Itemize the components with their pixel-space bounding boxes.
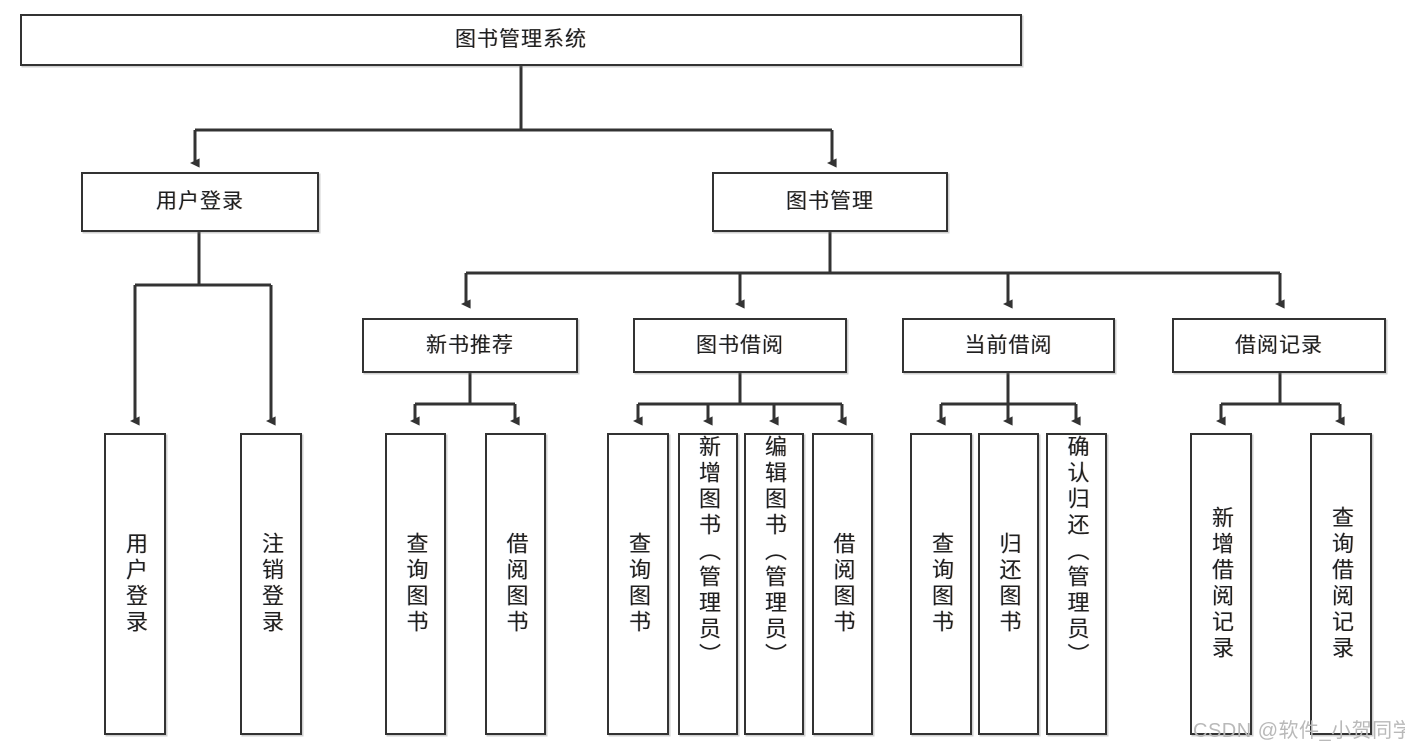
- node-leaf-user-logout-label: 注销登录: [259, 532, 284, 636]
- node-root-label: 图书管理系统: [455, 28, 587, 52]
- node-leaf-add-book[interactable]: 新增图书（管理员）: [678, 433, 738, 735]
- watermark: CSDN @软件_小贺同学: [1193, 720, 1405, 742]
- node-leaf-borrow-book-1-label: 借阅图书: [503, 532, 529, 636]
- node-leaf-borrow-book-1[interactable]: 借阅图书: [485, 433, 546, 735]
- node-leaf-user-login[interactable]: 用户登录: [104, 433, 166, 735]
- node-book-borrow-label: 图书借阅: [696, 333, 784, 357]
- node-book-manage[interactable]: 图书管理: [712, 172, 948, 232]
- node-new-book-rec-label: 新书推荐: [426, 333, 514, 357]
- node-leaf-query-book-3[interactable]: 查询图书: [910, 433, 972, 735]
- node-leaf-borrow-book-2[interactable]: 借阅图书: [812, 433, 873, 735]
- node-leaf-add-book-label: 新增图书（管理员）: [696, 435, 721, 669]
- node-leaf-borrow-book-2-label: 借阅图书: [830, 532, 856, 636]
- node-leaf-user-login-label: 用户登录: [123, 532, 148, 636]
- node-leaf-edit-book[interactable]: 编辑图书（管理员）: [744, 433, 804, 735]
- node-borrow-record[interactable]: 借阅记录: [1172, 318, 1386, 373]
- node-leaf-edit-book-label: 编辑图书（管理员）: [762, 435, 787, 669]
- node-borrow-record-label: 借阅记录: [1235, 333, 1323, 357]
- node-leaf-query-record[interactable]: 查询借阅记录: [1310, 433, 1372, 735]
- node-current-borrow[interactable]: 当前借阅: [902, 318, 1115, 373]
- node-leaf-confirm-return[interactable]: 确认归还（管理员）: [1046, 433, 1107, 735]
- node-leaf-user-logout[interactable]: 注销登录: [240, 433, 302, 735]
- node-root[interactable]: 图书管理系统: [20, 14, 1022, 66]
- node-user-login[interactable]: 用户登录: [81, 172, 319, 232]
- node-leaf-add-record-label: 新增借阅记录: [1209, 506, 1234, 662]
- node-leaf-return-book[interactable]: 归还图书: [978, 433, 1039, 735]
- node-leaf-query-book-1-label: 查询图书: [403, 532, 429, 636]
- node-leaf-query-book-2[interactable]: 查询图书: [607, 433, 669, 735]
- node-leaf-query-book-3-label: 查询图书: [929, 532, 954, 636]
- node-leaf-add-record[interactable]: 新增借阅记录: [1190, 433, 1252, 735]
- node-leaf-query-book-2-label: 查询图书: [626, 532, 651, 636]
- node-book-borrow[interactable]: 图书借阅: [633, 318, 847, 373]
- node-user-login-label: 用户登录: [156, 190, 244, 214]
- node-leaf-confirm-return-label: 确认归还（管理员）: [1064, 435, 1090, 669]
- node-current-borrow-label: 当前借阅: [964, 333, 1053, 357]
- node-leaf-return-book-label: 归还图书: [996, 532, 1022, 636]
- node-leaf-query-book-1[interactable]: 查询图书: [385, 433, 446, 735]
- node-new-book-rec[interactable]: 新书推荐: [362, 318, 578, 373]
- node-leaf-query-record-label: 查询借阅记录: [1329, 506, 1354, 662]
- node-book-manage-label: 图书管理: [786, 190, 874, 214]
